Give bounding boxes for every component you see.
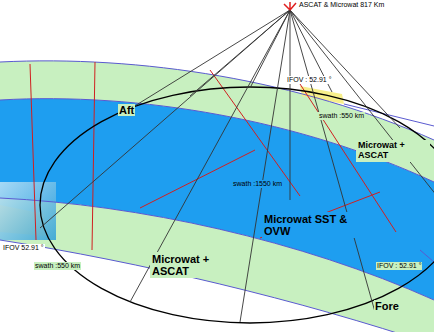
swath-band: Microwat + ASCAT [356,140,430,162]
slide-decoration [0,182,56,240]
center-swath-band [0,99,434,300]
view-line [40,10,434,322]
direction-label: Fore [374,300,400,312]
swath-label: swath :1550 km [232,180,283,188]
band-label: Microwat + ASCAT [150,252,242,278]
footprint-ellipse [40,87,434,323]
ifov-label: IFOV : 52.91 ° [286,76,332,84]
swath-label: swath :550 km [34,262,81,270]
satellite-label: ASCAT & Microwat 817 Km [298,1,385,9]
scan-line [30,62,396,250]
ifov-label: IFOV : 52.91 ° [376,262,422,270]
outer-swath-band [0,198,434,332]
direction-label: Aft [118,104,135,116]
ifov-label: IFOV 52.91 ° [2,244,45,252]
band-label: Microwat SST & OVW [262,212,362,238]
swath-band: Microwat SST & OVW [262,212,362,239]
band-label: Microwat + ASCAT [356,140,430,162]
satellite-marker [284,2,296,10]
swath-label: swath :550 km [318,112,365,120]
swath-band: Microwat + ASCAT [150,252,242,279]
